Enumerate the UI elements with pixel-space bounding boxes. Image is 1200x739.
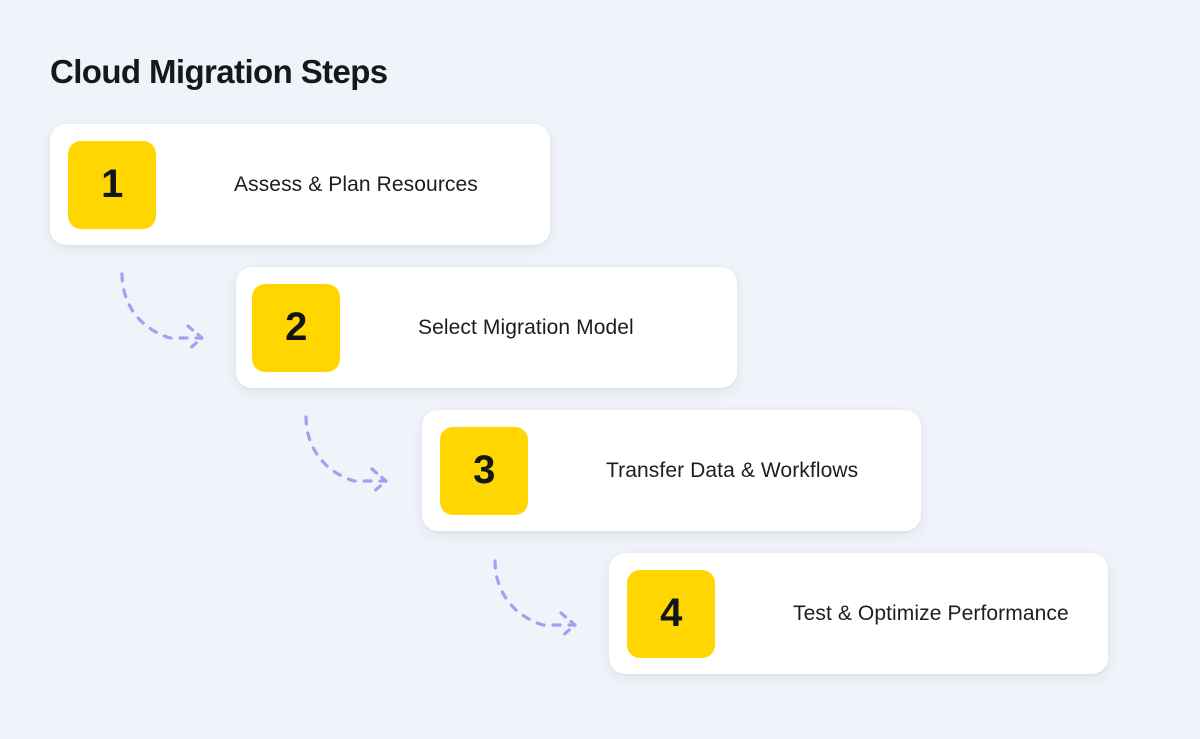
step-card-4[interactable]: 4 Test & Optimize Performance <box>609 553 1108 674</box>
arrow-step-1-to-2-icon <box>120 272 204 352</box>
step-number-badge-4: 4 <box>627 569 715 658</box>
step-card-2[interactable]: 2 Select Migration Model <box>236 267 737 388</box>
step-label-1: Assess & Plan Resources <box>234 172 478 196</box>
page-title: Cloud Migration Steps <box>50 53 388 90</box>
arrow-step-3-to-4-icon <box>493 559 577 639</box>
step-number-badge-3: 3 <box>440 426 528 515</box>
step-label-2: Select Migration Model <box>418 315 634 339</box>
step-label-4: Test & Optimize Performance <box>793 601 1069 625</box>
step-card-3[interactable]: 3 Transfer Data & Workflows <box>422 410 921 531</box>
step-card-1[interactable]: 1 Assess & Plan Resources <box>50 124 550 245</box>
step-label-3: Transfer Data & Workflows <box>606 458 859 482</box>
step-number-badge-1: 1 <box>68 140 156 229</box>
arrow-step-2-to-3-icon <box>304 415 388 495</box>
step-number-badge-2: 2 <box>252 283 340 372</box>
